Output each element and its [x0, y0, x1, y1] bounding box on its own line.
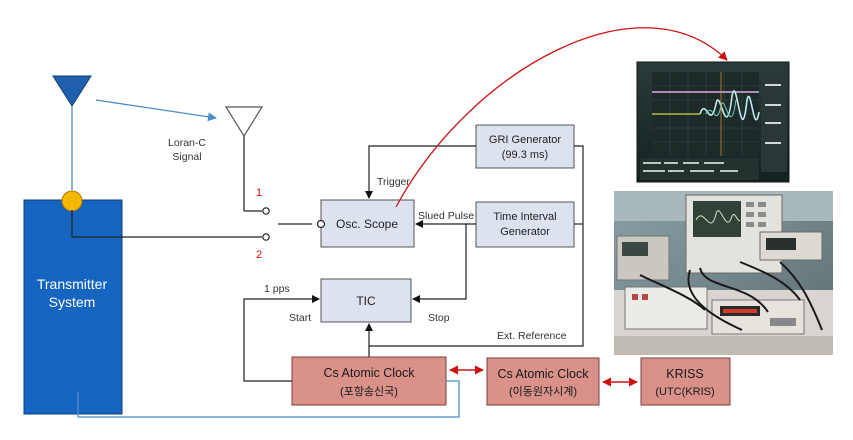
trigger-label: Trigger — [377, 176, 410, 188]
cs-clock-mobile-label-line1: Cs Atomic Clock — [498, 367, 590, 381]
cs-clock-mobile-label-line2: (이동원자시계) — [509, 385, 577, 398]
kriss-box — [640, 357, 731, 406]
junction-node — [61, 190, 83, 212]
transmitter-label-line2: System — [49, 294, 96, 310]
cs-clock-local-label-line1: Cs Atomic Clock — [324, 366, 416, 380]
one-pps-label: 1 pps — [264, 283, 290, 295]
receive-antenna-icon — [224, 106, 264, 138]
gri-generator-box — [475, 124, 575, 169]
switch-contact-2 — [262, 233, 270, 241]
kriss-label-line2: (UTC(KRIS) — [655, 386, 714, 398]
tic-box — [320, 278, 412, 323]
transmitter-box — [23, 199, 123, 415]
tic-label: TIC — [356, 294, 376, 308]
lab-equipment-photo — [614, 191, 833, 355]
switch-pos-2-label: 2 — [256, 249, 262, 261]
cs-clock-mobile-box — [486, 357, 600, 406]
start-line — [243, 295, 320, 382]
switch-contact-1 — [262, 207, 270, 215]
stop-label: Stop — [428, 312, 450, 324]
kriss-label-line1: KRISS — [666, 367, 704, 381]
trigger-line — [365, 145, 476, 199]
start-label: Start — [289, 312, 311, 324]
loran-c-label-line1: Loran-C — [168, 137, 206, 149]
transmitter-cable — [77, 380, 460, 418]
radiated-signal-arrow — [95, 99, 217, 122]
cs-clock-local-label-line2: (포항송신국) — [340, 385, 398, 398]
transmitter-antenna-icon — [52, 75, 92, 107]
osc-scope-label: Osc. Scope — [336, 217, 398, 231]
time-interval-generator-box — [475, 201, 575, 248]
oscilloscope-screen-photo — [636, 61, 790, 183]
slued-pulse-label: Slued Pulse — [418, 210, 474, 222]
ext-reference-label: Ext. Reference — [497, 330, 567, 342]
switch-pos-1-label: 1 — [256, 187, 262, 199]
loran-c-label-line2: Signal — [172, 151, 201, 163]
osc-scope-input-port — [316, 219, 326, 229]
gri-generator-label-line1: GRI Generator — [489, 134, 561, 146]
time-interval-generator-label-line1: Time Interval — [493, 211, 556, 223]
stop-line — [412, 224, 467, 303]
ext-reference-line — [368, 145, 584, 357]
transmitter-label-line1: Transmitter — [37, 276, 108, 292]
gri-generator-label-line2: (99.3 ms) — [502, 149, 548, 161]
scope-to-screen-arrow — [395, 27, 728, 208]
time-interval-generator-label-line2: Generator — [500, 226, 550, 238]
